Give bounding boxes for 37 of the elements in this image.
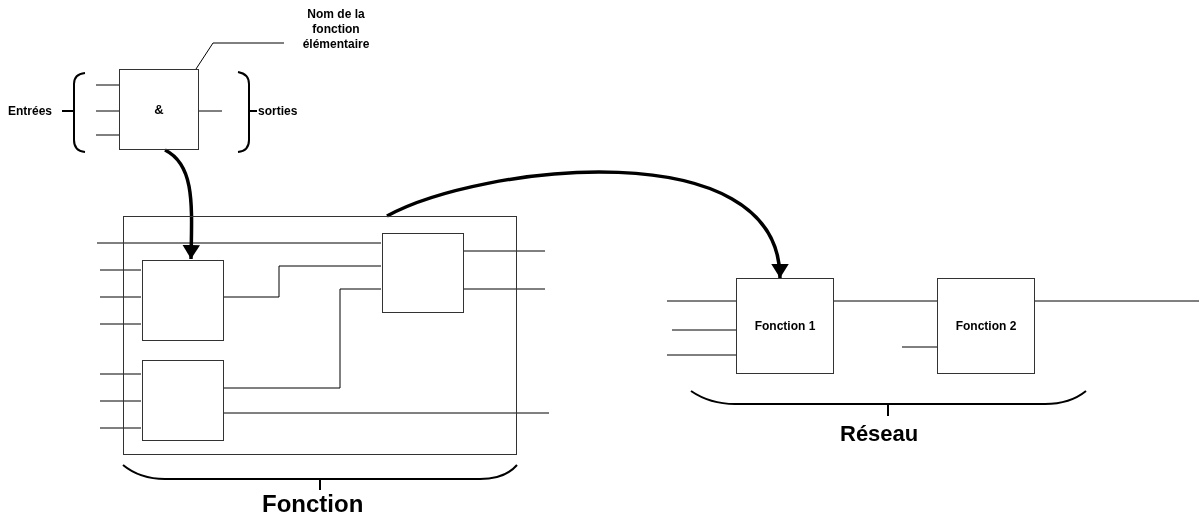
wire (99, 373, 142, 375)
wire (99, 269, 142, 271)
wire (462, 250, 546, 252)
curved-arrow (386, 170, 787, 279)
wire (666, 300, 737, 302)
wire (99, 323, 142, 325)
logic-block (382, 233, 464, 313)
wire (99, 296, 142, 298)
wire (666, 354, 737, 356)
wire (222, 288, 382, 389)
callout-text: Nom de la fonction élémentaire (284, 6, 388, 52)
wire (222, 265, 382, 298)
wire (901, 346, 938, 348)
function-block: Fonction 2 (937, 278, 1035, 374)
group-label: Réseau (840, 421, 919, 447)
wire (1034, 300, 1199, 302)
wire (222, 412, 550, 414)
wire (95, 110, 120, 112)
wire (99, 400, 142, 402)
curved-arrow (164, 148, 201, 260)
function-block: Fonction 1 (736, 278, 834, 374)
logic-block (142, 260, 224, 341)
group-label: Fonction (262, 490, 364, 518)
function-box (123, 216, 517, 455)
leader-line (195, 42, 285, 70)
wire (833, 300, 938, 302)
logic-block: & (119, 69, 199, 150)
wire (95, 84, 120, 86)
wire (96, 242, 382, 244)
wire (99, 427, 142, 429)
side-label: sorties (258, 104, 298, 118)
wire (198, 110, 223, 112)
wire (671, 329, 737, 331)
wire (462, 288, 546, 290)
side-label: Entrées (8, 104, 53, 118)
wire (95, 134, 120, 136)
logic-block (142, 360, 224, 441)
